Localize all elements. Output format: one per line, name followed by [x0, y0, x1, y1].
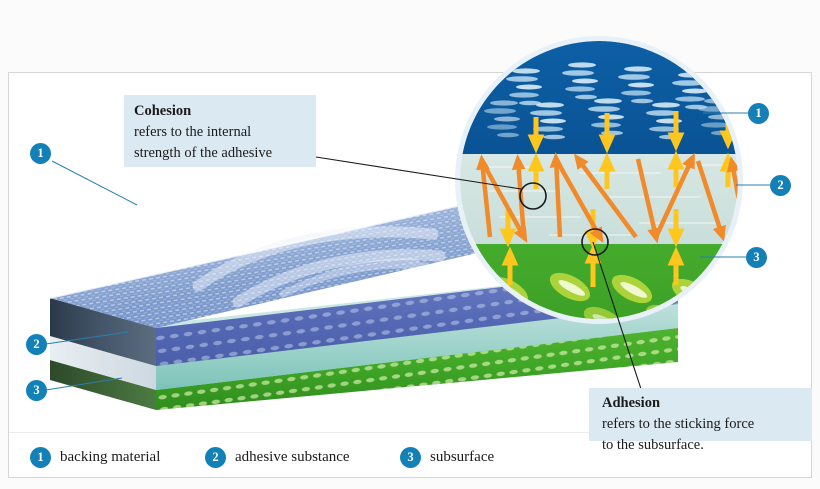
magnifier-badge-1: 1: [748, 103, 769, 124]
adhesion-arrows-up-subsurface: [501, 244, 685, 287]
cohesion-callout: Cohesion refers to the internal strength…: [124, 95, 316, 167]
legend-badge-1: 1: [30, 446, 51, 468]
legend: 1 backing material 2 adhesive substance …: [0, 443, 820, 473]
adhesion-callout-line1: refers to the sticking force: [602, 416, 755, 433]
block-badge-3: 3: [26, 380, 47, 401]
adhesion-callout-line2: to the subsurface.: [602, 437, 704, 454]
adhesion-callout: Adhesion refers to the sticking force to…: [589, 388, 812, 453]
legend-item-backing-material: 1 backing material: [30, 445, 160, 469]
legend-item-subsurface: 3 subsurface: [400, 445, 494, 469]
magnifier-badge-2: 2: [770, 175, 791, 196]
block-badge-2: 2: [26, 334, 47, 355]
cohesion-callout-title: Cohesion: [134, 103, 192, 119]
legend-badge-2: 2: [205, 446, 226, 468]
legend-divider: [9, 432, 811, 433]
adhesion-callout-title: Adhesion: [602, 395, 661, 411]
adhesion-arrows-down-backing: [527, 111, 737, 154]
block-badge-1: 1: [30, 143, 51, 164]
legend-label-3: subsurface: [430, 448, 495, 465]
subsurface-scale-texture: [483, 266, 717, 319]
legend-item-adhesive-substance: 2 adhesive substance: [205, 445, 350, 469]
cohesion-anchor-marker: [519, 182, 547, 210]
legend-badge-3: 3: [400, 446, 421, 468]
magnifier-badge-3: 3: [746, 247, 767, 268]
magnified-cross-section: [455, 36, 743, 324]
legend-label-1: backing material: [60, 448, 161, 465]
cohesion-callout-line2: strength of the adhesive: [134, 145, 273, 162]
legend-label-2: adhesive substance: [235, 448, 350, 465]
cohesion-callout-line1: refers to the internal: [134, 124, 252, 141]
